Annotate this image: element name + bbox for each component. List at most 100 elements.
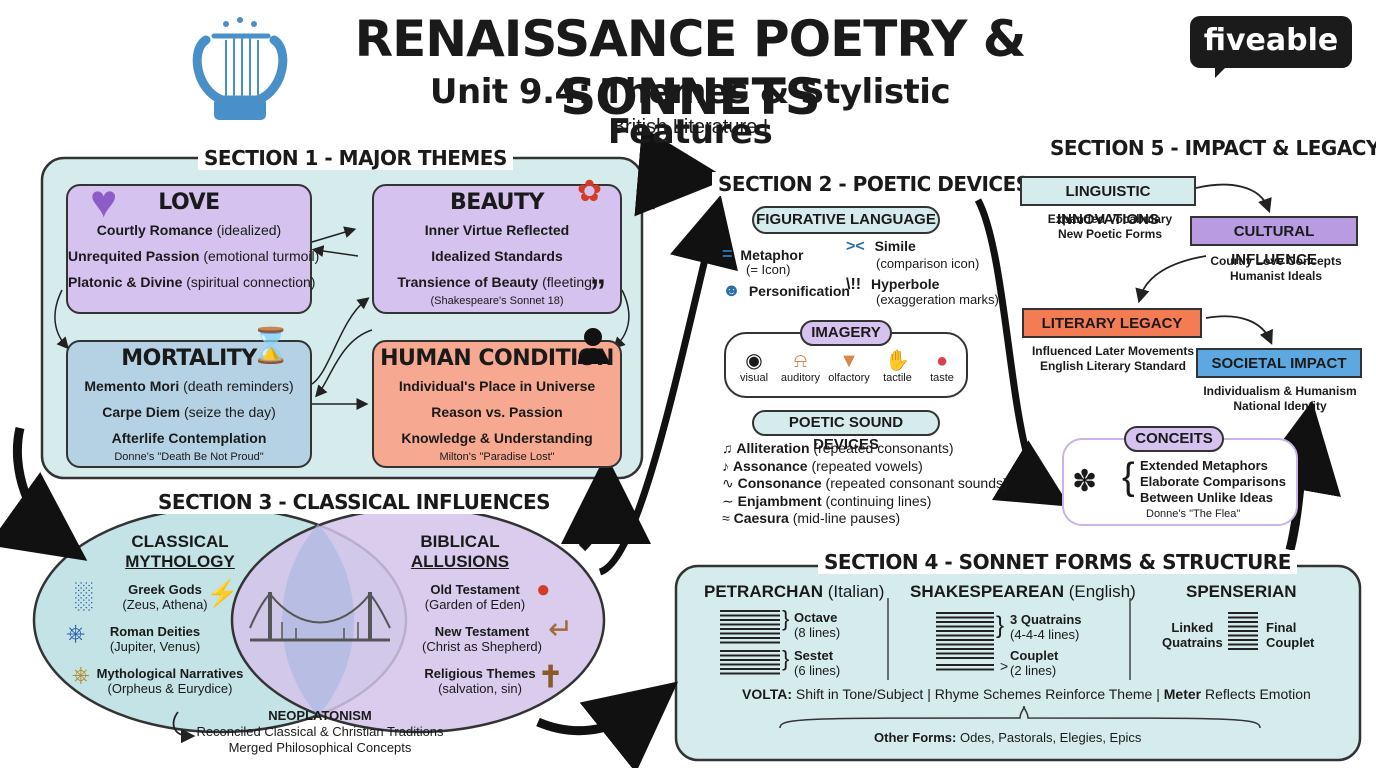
biblical-item: Religious Themes(salvation, sin) <box>424 666 536 696</box>
beauty-example: (Shakespeare's Sonnet 18) <box>430 295 564 307</box>
arrow-icon: > <box>1000 658 1009 674</box>
volta-line: VOLTA: Shift in Tone/Subject | Rhyme Sch… <box>742 686 1311 702</box>
biblical-item: Old Testament(Garden of Eden) <box>424 582 526 612</box>
brand-logo-tail <box>1215 64 1229 78</box>
sound-devices-list: ♫ Alliteration (repeated consonants) ♪ A… <box>722 440 1008 528</box>
music-note-icon: ♪ <box>722 457 729 474</box>
neoplatonism-line: Merged Philosophical Concepts <box>228 740 412 755</box>
metaphor-note: (= Icon) <box>746 262 791 277</box>
sound-item-alliteration: ♫ Alliteration (repeated consonants) <box>722 440 954 456</box>
imagery-senses: ◉visual ⍾auditory ▼olfactory ✋tactile ●t… <box>734 350 960 392</box>
ear-icon: ⍾ <box>793 350 808 372</box>
sound-item-enjambment: ∼ Enjambment (continuing lines) <box>722 492 932 509</box>
couplet-lines <box>936 664 994 671</box>
human-item: Reason vs. Passion <box>431 404 563 420</box>
theme-card-mortality: ⌛ MORTALITY Memento Mori (death reminder… <box>66 327 312 468</box>
section2-title: SECTION 2 - POETIC DEVICES <box>712 172 1036 196</box>
theme-card-love: ♥ LOVE Courtly Romance (idealized) Unreq… <box>66 175 319 314</box>
quote-icon: ” <box>590 273 606 309</box>
equals-icon: = <box>722 244 733 264</box>
personification-item: ☻ Personification <box>722 280 850 300</box>
human-title: HUMAN CONDITION <box>380 346 614 371</box>
conceits-box <box>1062 438 1298 526</box>
mortality-title: MORTALITY <box>121 346 257 371</box>
brand-logo: fiveable <box>1190 16 1352 68</box>
neoplatonism-title: NEOPLATONISM <box>268 708 372 723</box>
octave-label: Octave(8 lines) <box>794 610 841 640</box>
column-icon: ░ <box>74 580 93 610</box>
sound-item-caesura: ≈ Caesura (mid-line pauses) <box>722 510 901 526</box>
figurative-title: FIGURATIVE LANGUAGE <box>752 206 940 234</box>
neoplatonism-line: Reconciled Classical & Christian Traditi… <box>196 724 444 739</box>
section4-title: SECTION 4 - SONNET FORMS & STRUCTURE <box>818 550 1297 574</box>
figure-icon: ☻ <box>722 280 741 300</box>
hourglass-icon: ⌛ <box>249 327 292 365</box>
mortality-item: Afterlife Contemplation <box>111 430 267 446</box>
conceits-list: Extended Metaphors Elaborate Comparisons… <box>1140 458 1286 505</box>
sestet-lines <box>720 650 780 676</box>
sense-olfactory: ▼olfactory <box>828 350 870 384</box>
section3-title: SECTION 3 - CLASSICAL INFLUENCES <box>152 490 557 514</box>
hyperbole-item: \!! Hyperbole <box>846 276 940 293</box>
arrow-s3-s2 <box>598 194 738 576</box>
beauty-item: Inner Virtue Reflected <box>424 222 570 238</box>
page-title: RENAISSANCE POETRY & SONNETS <box>354 10 1027 126</box>
harp-icon: ⎈ <box>66 620 86 647</box>
couplet-label: Couplet(2 lines) <box>1010 648 1059 678</box>
arrow-s1-s2 <box>634 126 728 217</box>
beauty-item: Idealized Standards <box>431 248 563 264</box>
course-name: British Literature I <box>611 116 769 138</box>
wave-icon: ∿ <box>722 475 734 491</box>
love-item: Platonic & Divine (spiritual connection) <box>68 274 316 290</box>
section5-title: SECTION 5 - IMPACT & LEGACY <box>1044 136 1376 160</box>
hand-icon: ✋ <box>885 350 910 372</box>
hyperbole-note: (exaggeration marks) <box>876 292 999 307</box>
wave-icon: ≈ <box>722 510 730 526</box>
sound-item-consonance: ∿ Consonance (repeated consonant sounds) <box>722 475 1008 491</box>
music-note-icon: ♫ <box>722 440 733 456</box>
sound-item-assonance: ♪ Assonance (repeated vowels) <box>722 457 923 474</box>
spenserian-lines <box>1228 612 1258 652</box>
theme-card-human-condition: HUMAN CONDITION Individual's Place in Un… <box>372 328 622 468</box>
mortality-example: Donne's "Death Be Not Proud" <box>114 451 264 463</box>
simile-note: (comparison icon) <box>876 256 980 271</box>
mortality-item: Memento Mori (death reminders) <box>84 378 294 394</box>
sestet-label: Sestet(6 lines) <box>794 648 841 678</box>
exclaim-icon: \!! <box>846 276 862 293</box>
simile-item: >< Simile <box>846 238 916 255</box>
arrow-s4-s5 <box>1252 400 1341 552</box>
brace-icon: } <box>996 612 1005 639</box>
banner-societal: SOCIETAL IMPACT <box>1196 348 1362 378</box>
shakespearean-heading: SHAKESPEAREAN (English) <box>910 582 1136 601</box>
human-example: Milton's "Paradise Lost" <box>439 451 555 463</box>
imagery-title: IMAGERY <box>800 320 892 346</box>
banner-cultural: CULTURAL INFLUENCE <box>1190 216 1358 268</box>
sense-visual: ◉visual <box>734 350 774 392</box>
mortality-item: Carpe Diem (seize the day) <box>102 404 276 420</box>
nose-icon: ▼ <box>839 350 859 372</box>
arrow-s1-s3 <box>0 426 88 561</box>
conceits-title: CONCEITS <box>1124 426 1224 452</box>
beauty-title: BEAUTY <box>450 190 544 215</box>
other-forms-line: Other Forms: Odes, Pastorals, Elegies, E… <box>874 730 1142 745</box>
love-item: Courtly Romance (idealized) <box>96 222 282 238</box>
brace-icon: { <box>1122 456 1135 498</box>
beauty-item: Transience of Beauty (fleeting) <box>397 274 597 290</box>
other-forms-brace <box>779 705 1261 729</box>
myth-item: Greek Gods(Zeus, Athena) <box>122 582 208 612</box>
petrarchan-heading: PETRARCHAN (Italian) <box>704 582 885 601</box>
cross-icon: ✝ <box>538 661 564 694</box>
page-subtitle: Unit 9.4: Themes & Stylistic Features <box>429 72 951 152</box>
sound-devices-title: POETIC SOUND DEVICES <box>752 410 940 453</box>
apple-icon: ● <box>536 576 551 603</box>
biblical-title: BIBLICAL ALLUSIONS <box>410 532 510 571</box>
arrow-s2-conceits <box>974 198 1070 507</box>
human-item: Individual's Place in Universe <box>398 378 596 394</box>
octave-lines <box>720 610 780 646</box>
quatrain-lines <box>936 612 994 660</box>
myth-item: Roman Deities(Jupiter, Venus) <box>109 624 201 654</box>
